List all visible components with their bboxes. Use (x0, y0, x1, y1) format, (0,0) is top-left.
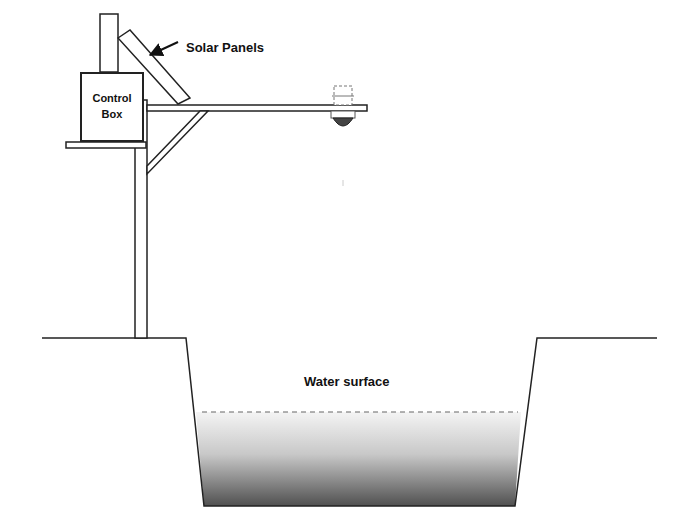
channel-profile (42, 338, 657, 506)
sensor-band (332, 96, 354, 97)
cantilever-arm (147, 105, 367, 111)
radar-sensor-head (333, 118, 353, 126)
arm-brace (147, 111, 208, 174)
control-box: Control Box (80, 72, 144, 142)
water-level-line (202, 411, 518, 412)
water-body (196, 412, 521, 506)
water-label: Water surface (304, 374, 390, 389)
top-mast (100, 14, 118, 72)
part-label: Solar Panels (186, 40, 264, 55)
sensor-mount (331, 111, 355, 118)
box-label: Control Box (82, 91, 142, 123)
leader-arrow (150, 42, 178, 55)
sensor-beam-mark (343, 180, 344, 186)
box-shelf (66, 142, 146, 148)
